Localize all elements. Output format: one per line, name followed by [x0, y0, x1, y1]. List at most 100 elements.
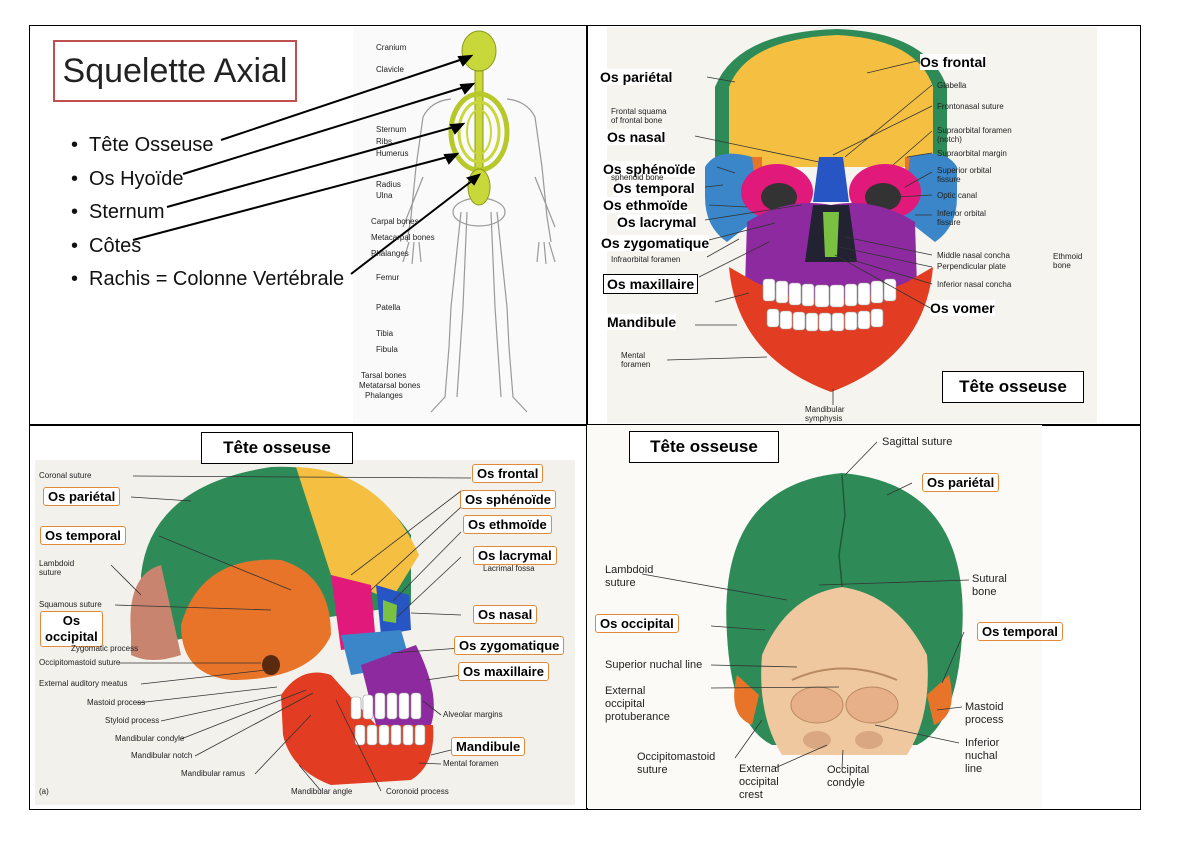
label-optic-canal: Optic canal	[937, 191, 978, 200]
anterior-skull-panel: Os frontal Os pariétal Os nasal Os sphén…	[587, 27, 1139, 423]
lateral-skull-panel: Tête osseuse Os frontal Os pariétal Os s…	[31, 425, 585, 808]
skeleton-label: Phalanges	[365, 391, 403, 400]
label-zygomatic-process: Zygomatic process	[71, 644, 139, 653]
bullet-item: Rachis = Colonne Vertébrale	[71, 263, 344, 297]
label-bone: bone	[1053, 261, 1071, 270]
label-lacrimal-fossa: Lacrimal fossa	[483, 564, 535, 573]
label-os-frontal: Os frontal	[920, 54, 987, 70]
bullet-item: Sternum	[71, 196, 344, 230]
box-os-frontal: Os frontal	[472, 464, 544, 483]
skeleton-label: Cranium	[376, 43, 407, 52]
label-coronoid-process: Coronoid process	[386, 787, 449, 796]
panel-grid	[29, 25, 1141, 810]
label-os-zygomatique: Os zygomatique	[601, 235, 710, 251]
box-os-lacrymal: Os lacrymal	[473, 546, 557, 565]
label-suture: suture	[39, 568, 62, 577]
label-nuchal: nuchal	[965, 750, 998, 762]
label-sagittal-suture: Sagittal suture	[882, 436, 953, 448]
label-crest: crest	[739, 789, 763, 801]
skeleton-label: Femur	[376, 273, 400, 282]
label-foramen: foramen	[621, 360, 651, 369]
label-infraorbital-foramen: Infraorbital foramen	[611, 255, 681, 264]
bullet-item: Côtes	[71, 230, 344, 264]
label-alveolar-margins: Alveolar margins	[443, 710, 503, 719]
skeleton-label: Metacarpal bones	[371, 233, 435, 242]
axial-bullet-list: Tête Osseuse Os Hyoïde Sternum Côtes Rac…	[71, 129, 344, 297]
label-frontal-squama: Frontal squama	[611, 107, 667, 116]
skeleton-figure	[132, 27, 585, 423]
box-os-ethmoide: Os ethmoïde	[463, 515, 552, 534]
label-external: External	[605, 685, 646, 697]
label-suture: suture	[637, 764, 668, 776]
bullet-item: Os Hyoïde	[71, 163, 344, 197]
label-glabella: Glabella	[937, 81, 967, 90]
skeleton-label: Radius	[376, 180, 401, 189]
label-symphysis: symphysis	[805, 414, 843, 423]
skeleton-label: Carpal bones	[371, 217, 419, 226]
anterior-skull	[705, 29, 957, 392]
figure-letter: (a)	[39, 787, 49, 796]
label-mandibule: Mandibule	[607, 314, 677, 330]
label-squamous-suture: Squamous suture	[39, 600, 102, 609]
leader-lines	[666, 60, 933, 405]
posterior-skull-panel: Tête osseuse Os pariétal Os occipital Os…	[587, 425, 1139, 808]
box-os-occipital: Os occipital	[595, 614, 679, 633]
label-notch: (notch)	[937, 135, 962, 144]
skeleton-label: Tarsal bones	[361, 371, 407, 380]
label-styloid-process: Styloid process	[105, 716, 160, 725]
horizontal-divider	[30, 424, 1140, 426]
skeleton-label: Humerus	[376, 149, 409, 158]
label-protuberance: protuberance	[605, 711, 670, 723]
label-condyle: condyle	[827, 777, 865, 789]
label-sutural: Sutural	[972, 573, 1007, 585]
skeleton-label: Ribs	[376, 137, 393, 146]
label-inferior-nasal-concha: Inferior nasal concha	[937, 280, 1012, 289]
label-middle-nasal-concha: Middle nasal concha	[937, 251, 1010, 260]
label-mental-foramen: Mental foramen	[443, 759, 499, 768]
lateral-skull	[130, 466, 434, 785]
box-os-maxillaire: Os maxillaire	[458, 662, 549, 681]
label-process: process	[965, 714, 1004, 726]
label-os-parietal: Os pariétal	[600, 69, 673, 85]
label-os-temporal: Os temporal	[613, 180, 695, 196]
label-mandibular-condyle: Mandibular condyle	[115, 734, 185, 743]
pointer-arrows	[132, 54, 482, 275]
label-supraorbital-foramen: Supraorbital foramen	[937, 126, 1012, 135]
box-os-occipital-line2: occipital	[45, 629, 98, 644]
vertical-divider	[586, 26, 588, 809]
appendicular-skeleton	[402, 98, 556, 413]
label-supraorbital-margin: Supraorbital margin	[937, 149, 1007, 158]
label-os-lacrymal: Os lacrymal	[617, 214, 697, 230]
label-suture: suture	[605, 577, 636, 589]
skeleton-label: Tibia	[376, 329, 394, 338]
box-os-occipital-line1: Os	[62, 613, 81, 628]
leader-lines	[641, 441, 970, 769]
box-os-temporal: Os temporal	[40, 526, 126, 545]
skeleton-label: Metatarsal bones	[359, 381, 421, 390]
box-os-sphenoide: Os sphénoïde	[460, 490, 556, 509]
label-superior-nuchal-line: Superior nuchal line	[605, 659, 703, 671]
label-ethmoid: Ethmoid	[1053, 252, 1083, 261]
skeleton-label: Phalanges	[371, 249, 409, 258]
label-occipital: Occipital	[827, 764, 870, 776]
skeleton-label: Sternum	[376, 125, 407, 134]
anterior-skull-figure	[607, 27, 1097, 423]
posterior-skull	[726, 473, 963, 755]
skeleton-label: Patella	[376, 303, 401, 312]
label-mandibular-notch: Mandibular notch	[131, 751, 193, 760]
box-os-zygomatique: Os zygomatique	[454, 636, 565, 655]
label-line: line	[965, 763, 983, 775]
label-os-nasal: Os nasal	[607, 129, 666, 145]
label-mandibular: Mandibular	[805, 405, 845, 414]
box-os-temporal: Os temporal	[977, 622, 1063, 641]
label-coronal-suture: Coronal suture	[39, 471, 92, 480]
label-inferior-orbital: Inferior orbital	[937, 209, 986, 218]
label-sphenoid-bone: sphenoid bone	[611, 173, 664, 182]
label-os-sphenoide: Os sphénoïde	[603, 161, 696, 177]
label-mastoid: Mastoid	[965, 701, 1004, 713]
leader-lines	[110, 475, 472, 792]
lateral-title: Tête osseuse	[201, 432, 353, 464]
label-inferior: Inferior	[965, 737, 1000, 749]
label-superior-orbital: Superior orbital	[937, 166, 992, 175]
